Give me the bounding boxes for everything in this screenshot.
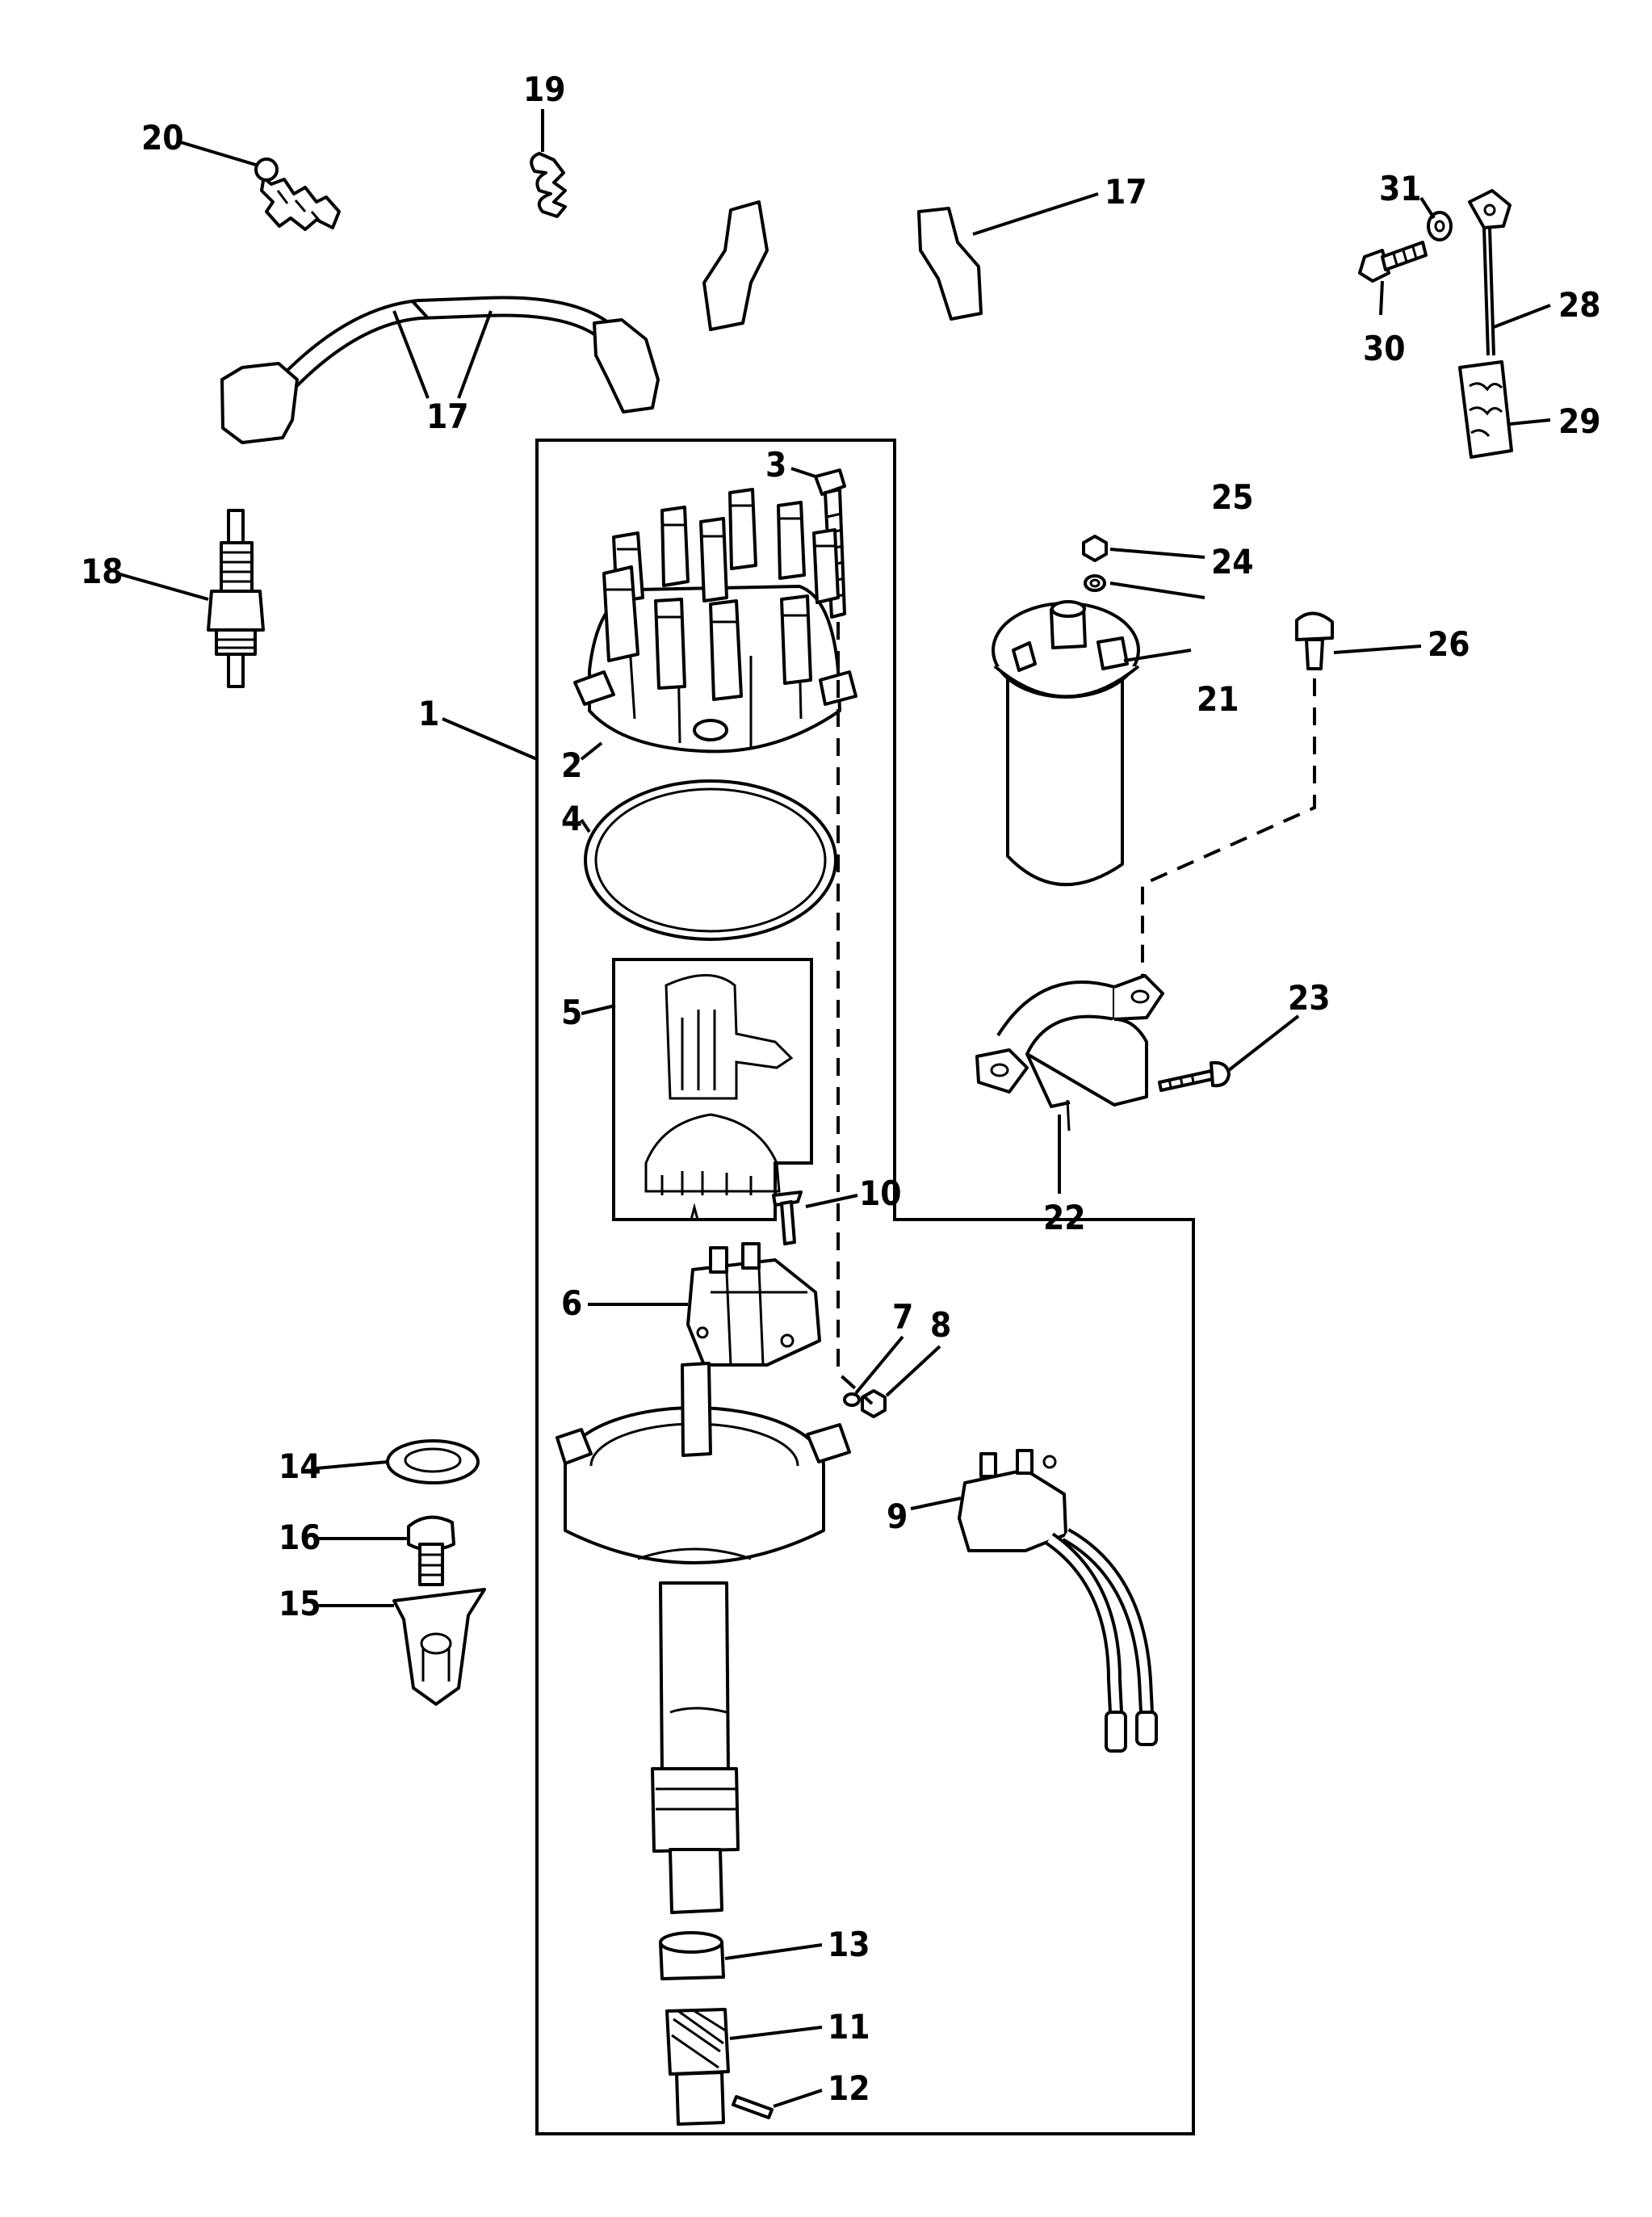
callout-4: 4: [561, 799, 582, 838]
screw-30-part: [1358, 241, 1428, 283]
lock-washer-part: [1427, 211, 1453, 241]
hold-down-clamp-part: [392, 1588, 486, 1706]
drive-gear-part: [665, 2008, 730, 2126]
callout-28: 28: [1558, 285, 1601, 325]
spark-plug-wire-arch-part: [702, 125, 983, 331]
callout-22: 22: [1043, 1198, 1086, 1237]
callout-24: 24: [1211, 542, 1254, 582]
bracket-screw-part: [1295, 611, 1334, 670]
distributor-housing-part: [556, 1362, 851, 1914]
callout-31: 31: [1379, 169, 1422, 208]
callout-14: 14: [279, 1447, 321, 1486]
wire-clip-part: [530, 152, 567, 218]
spark-plug-part: [207, 509, 265, 688]
callout-20: 20: [141, 118, 184, 157]
callout-labels: 20 19 17 17 18 31 30 28 29 3 1 2 4 5 10 …: [81, 69, 1601, 2108]
callout-1: 1: [418, 694, 439, 733]
callout-2: 2: [561, 745, 582, 785]
rotor-kit-box: [612, 958, 813, 1221]
callout-13: 13: [828, 1925, 870, 1964]
distributor-cap-part: [573, 488, 857, 754]
coil-bracket-part: [975, 974, 1164, 1132]
leader-lines: [116, 109, 1551, 2108]
bracket-bolt-23-part: [1158, 1060, 1231, 1092]
cap-screw-path: [836, 622, 874, 1405]
nut-8-part: [861, 1389, 887, 1418]
callout-23: 23: [1288, 978, 1331, 1018]
callout-19: 19: [523, 69, 566, 109]
washer-7-part: [843, 1392, 861, 1407]
callout-6: 6: [561, 1283, 582, 1323]
callout-18: 18: [81, 552, 124, 591]
callout-17-top: 17: [1105, 172, 1147, 212]
module-harness-part: [958, 1449, 1158, 1753]
callout-11: 11: [828, 2007, 870, 2047]
spark-plug-wire-pair-part: [220, 296, 660, 444]
rotor-part: [644, 974, 794, 1221]
hold-down-bolt-part: [407, 1515, 455, 1586]
cap-seal-part: [584, 779, 837, 941]
ground-strap-part: [1468, 189, 1512, 356]
roll-pin-part: [732, 2095, 774, 2119]
callout-15: 15: [279, 1584, 321, 1623]
ignition-coil-part: [992, 600, 1140, 887]
washer-24-part: [1084, 574, 1106, 592]
shaft-bushing-part: [659, 1931, 725, 1980]
callout-10: 10: [859, 1174, 902, 1213]
callout-30: 30: [1363, 329, 1406, 368]
nut-25-part: [1082, 535, 1108, 562]
callout-21: 21: [1197, 679, 1239, 719]
callout-16: 16: [279, 1518, 321, 1557]
callout-29: 29: [1558, 401, 1601, 441]
wire-separator-clip-part: [254, 157, 341, 231]
callout-3: 3: [765, 445, 786, 485]
bracket-screw-path: [1141, 678, 1316, 977]
callout-25: 25: [1211, 477, 1254, 517]
callout-12: 12: [828, 2068, 870, 2108]
callout-9: 9: [887, 1497, 908, 1536]
callout-7: 7: [892, 1297, 913, 1337]
ignition-module-part: [686, 1242, 821, 1367]
assembly-outline: [535, 439, 1195, 2135]
callout-26: 26: [1428, 624, 1470, 664]
callout-17-left: 17: [426, 397, 469, 436]
callout-8: 8: [930, 1305, 951, 1345]
strap-clip-29-part: [1458, 360, 1513, 459]
callout-5: 5: [561, 993, 582, 1032]
washer-14-part: [386, 1439, 480, 1484]
module-screw-part: [772, 1190, 803, 1245]
